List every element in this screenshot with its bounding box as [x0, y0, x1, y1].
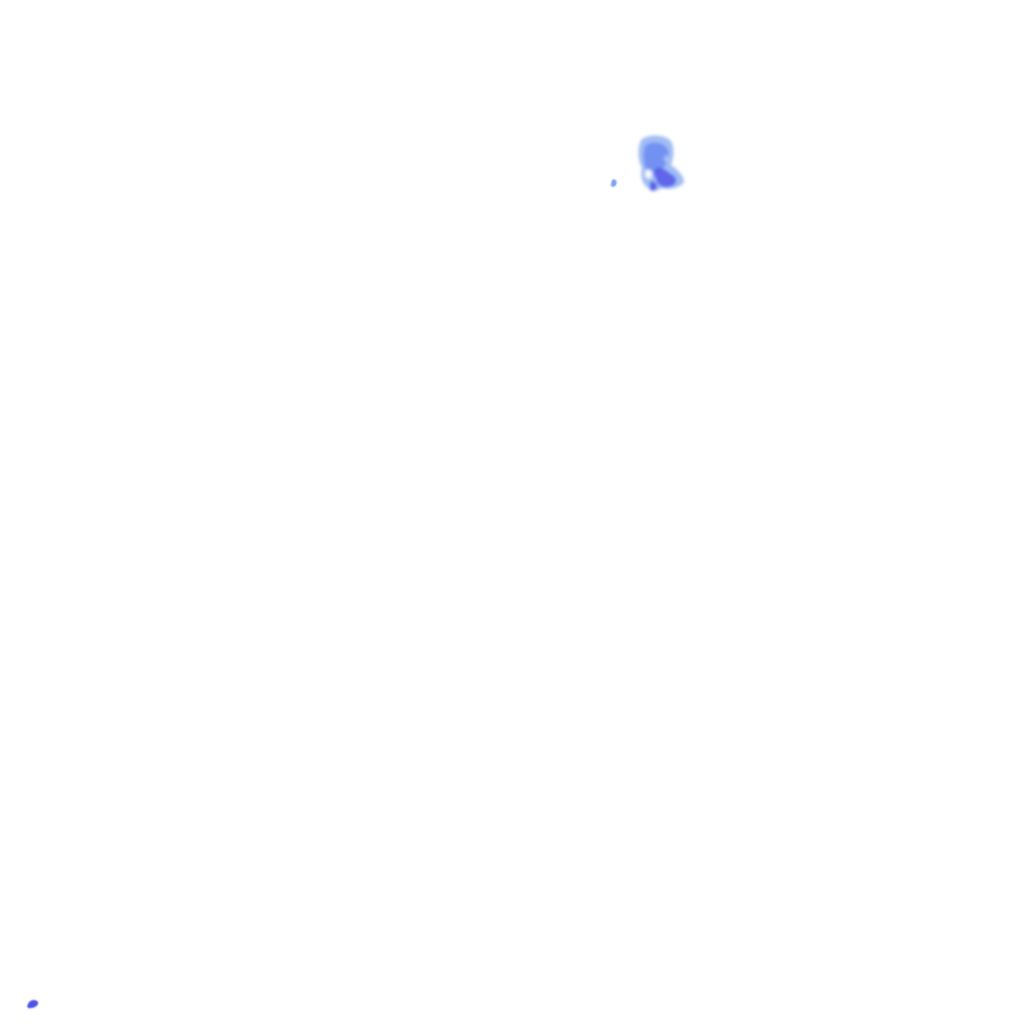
paint-blob	[638, 135, 684, 192]
small-speck	[610, 179, 617, 187]
tiny-mark	[27, 999, 39, 1009]
